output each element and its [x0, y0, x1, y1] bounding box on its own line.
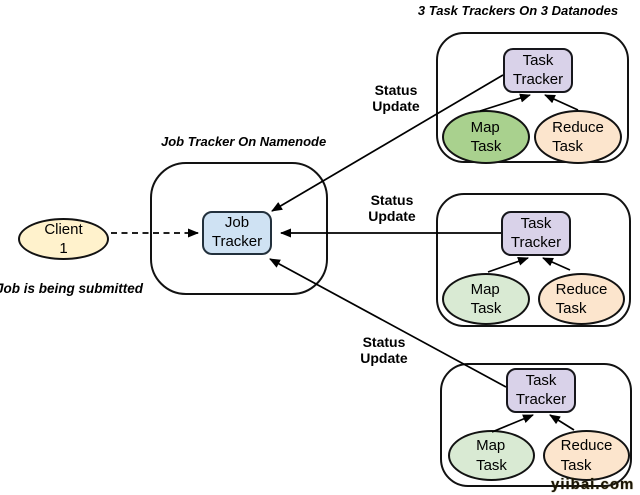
map-task-node-1: Map Task: [442, 110, 530, 164]
map-task-label-1: Map Task: [470, 118, 502, 156]
status-update-label-3: Status Update: [360, 334, 408, 367]
namenode-caption: Job Tracker On Namenode: [161, 134, 327, 149]
job-tracker-node: Job Tracker: [202, 211, 272, 255]
task-tracker-node-1: Task Tracker: [503, 48, 573, 93]
reduce-task-node-3: Reduce Task: [543, 430, 630, 481]
reduce-task-label-2: Reduce Task: [555, 280, 608, 318]
datanodes-title: 3 Task Trackers On 3 Datanodes: [417, 3, 619, 18]
reduce-task-node-1: Reduce Task: [534, 110, 622, 164]
watermark: yiibai.com: [551, 476, 635, 493]
reduce-task-label-3: Reduce Task: [560, 437, 613, 474]
status-update-label-2: Status Update: [368, 192, 416, 225]
map-task-label-3: Map Task: [476, 437, 507, 474]
client-annotation: Job is being submitted: [0, 281, 144, 296]
reduce-task-node-2: Reduce Task: [538, 273, 625, 325]
client-node: Client 1: [18, 218, 109, 260]
status-update-label-1: Status Update: [372, 82, 420, 115]
reduce-task-label-1: Reduce Task: [552, 118, 604, 156]
map-task-node-2: Map Task: [442, 273, 530, 325]
map-task-node-3: Map Task: [448, 430, 535, 481]
task-tracker-node-2: Task Tracker: [501, 211, 571, 256]
task-tracker-node-3: Task Tracker: [506, 368, 576, 413]
map-task-label-2: Map Task: [470, 280, 502, 318]
